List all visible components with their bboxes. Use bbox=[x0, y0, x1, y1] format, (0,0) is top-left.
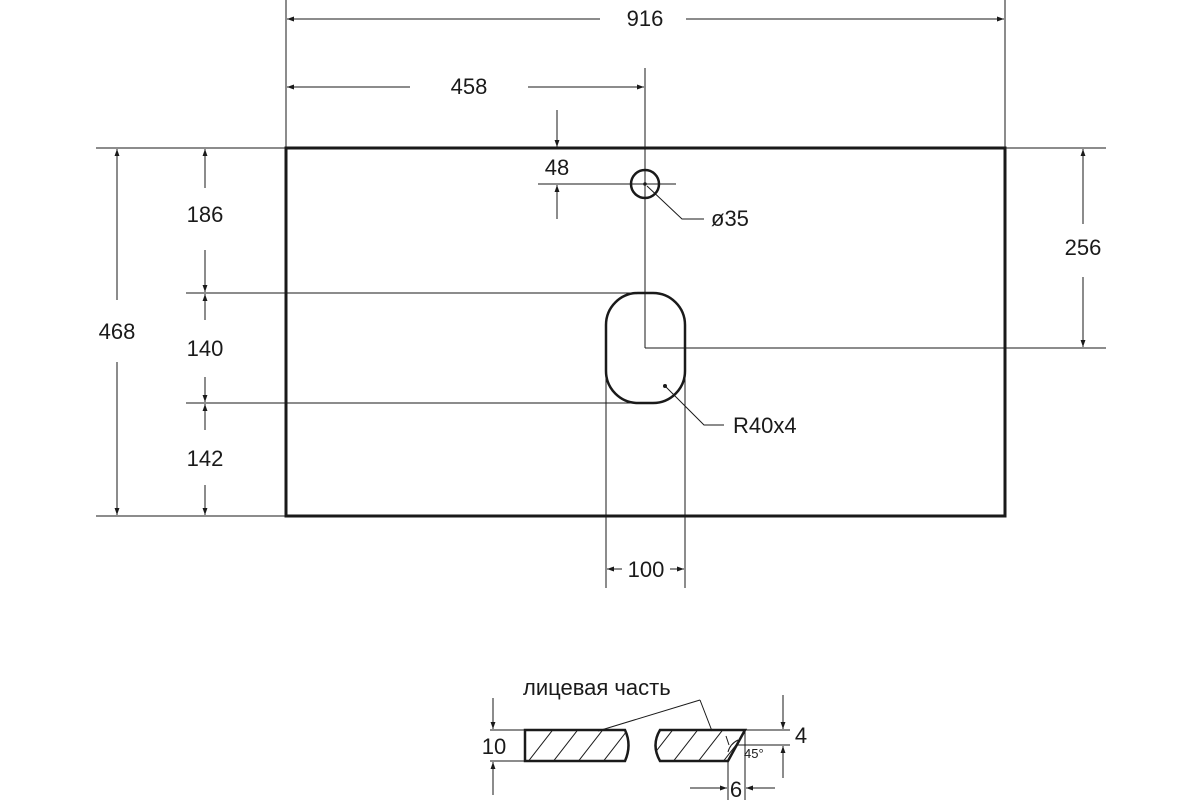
dim-cutout-width: 100 bbox=[628, 557, 665, 582]
dim-right-offset: 256 bbox=[1065, 235, 1102, 260]
profile-piece-left bbox=[523, 728, 630, 763]
dim-chamfer-angle: 45° bbox=[744, 746, 764, 761]
dim-hole-offset: 48 bbox=[545, 155, 569, 180]
dim-middle-section: 140 bbox=[187, 336, 224, 361]
dim-top-section: 186 bbox=[187, 202, 224, 227]
face-label: лицевая часть bbox=[523, 675, 671, 700]
edge-profile-section: лицевая часть 10 4 bbox=[482, 675, 807, 800]
dim-bottom-section: 142 bbox=[187, 446, 224, 471]
dim-hole-diameter: ø35 bbox=[711, 206, 749, 231]
leader-cutout-radius bbox=[664, 385, 724, 426]
profile-piece-right bbox=[654, 728, 748, 763]
dim-half-width: 458 bbox=[451, 74, 488, 99]
leader-hole-diameter bbox=[646, 185, 704, 220]
profile-hatch-left bbox=[525, 730, 629, 761]
dim-chamfer-depth: 4 bbox=[795, 723, 807, 748]
dim-cutout-radius: R40x4 bbox=[733, 413, 797, 438]
extension-lines bbox=[96, 0, 1106, 588]
dim-overall-width: 916 bbox=[627, 6, 664, 31]
dim-chamfer-width: 6 bbox=[730, 777, 742, 800]
dim-thickness: 10 bbox=[482, 734, 506, 759]
dim-total-height: 468 bbox=[99, 319, 136, 344]
